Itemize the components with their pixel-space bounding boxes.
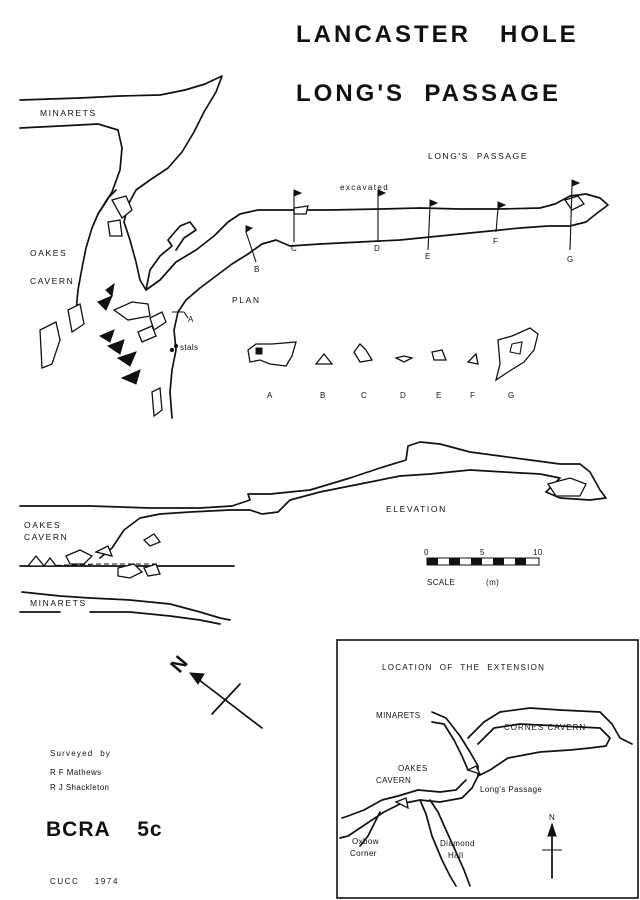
scale-bar: 0 5 10 SCALE (m)	[424, 548, 543, 587]
section-label-d: D	[400, 391, 406, 400]
scale-tick-5: 5	[480, 548, 485, 557]
plan-boulders	[39, 195, 585, 418]
section-label-a: A	[267, 391, 273, 400]
cross-sections	[247, 327, 539, 382]
inset-north-letter: N	[549, 813, 555, 822]
inset-oakes-1: OAKES	[398, 764, 428, 773]
station-g: G	[567, 255, 574, 264]
station-b: B	[254, 265, 260, 274]
plan-passage-outline	[19, 75, 609, 419]
elevation-boulders	[26, 477, 587, 579]
surveyor-2: R J Shackleton	[50, 783, 109, 792]
scale-tick-0: 0	[424, 548, 429, 557]
inset-oxbow-1: Oxbow	[352, 837, 379, 846]
plan-minarets-label: MINARETS	[40, 108, 97, 118]
section-e	[431, 349, 447, 361]
location-inset: LOCATION OF THE EXTENSION MINARETS CORNE…	[336, 639, 639, 899]
inset-minarets: MINARETS	[376, 711, 421, 720]
elevation-label: ELEVATION	[386, 504, 447, 514]
title-line-1: LANCASTER HOLE	[296, 21, 579, 48]
section-label-e: E	[436, 391, 442, 400]
plan-oakes-label-2: CAVERN	[30, 276, 74, 286]
inset-oakes-2: CAVERN	[376, 776, 411, 785]
north-arrow-icon: N	[166, 652, 263, 729]
station-c: C	[291, 244, 297, 253]
plan-oakes-label-1: OAKES	[30, 248, 67, 258]
section-a	[247, 341, 297, 367]
section-g	[494, 327, 539, 382]
surveyor-1: R F Mathews	[50, 768, 102, 777]
excavated-label: excavated	[340, 183, 389, 192]
station-d: D	[374, 244, 380, 253]
section-label-g: G	[508, 391, 515, 400]
stals-label: stals	[180, 343, 198, 352]
elevation-minarets-label: MINARETS	[30, 598, 87, 608]
elevation-oakes-label-2: CAVERN	[24, 532, 68, 542]
bcra-grade: BCRA 5c	[46, 818, 163, 841]
station-e: E	[425, 252, 431, 261]
section-label-f: F	[470, 391, 475, 400]
inset-cornes: CORNES CAVERN	[504, 723, 586, 732]
north-letter: N	[166, 652, 192, 677]
station-a: A	[188, 315, 194, 324]
plan-passage-label: LONG'S PASSAGE	[428, 151, 528, 161]
section-c	[353, 343, 374, 363]
elevation-oakes-label-1: OAKES	[24, 520, 61, 530]
inset-north-icon: N	[542, 813, 562, 879]
section-d	[394, 355, 414, 363]
scale-label: SCALE	[427, 578, 455, 587]
elevation-outline	[19, 441, 607, 625]
inset-title: LOCATION OF THE EXTENSION	[382, 663, 545, 672]
section-b	[314, 352, 334, 365]
cross-section-labels: A B C D E F G	[267, 391, 515, 400]
section-label-b: B	[320, 391, 326, 400]
club-year: CUCC 1974	[50, 877, 119, 886]
inset-diamond-1: Diamond	[440, 839, 475, 848]
inset-diamond-2: Hall	[448, 851, 463, 860]
section-f	[466, 352, 479, 365]
plan-stations: A B C D E F G	[172, 179, 581, 324]
scale-unit: (m)	[486, 578, 499, 587]
inset-longs: Long's Passage	[480, 785, 542, 794]
section-label-c: C	[361, 391, 367, 400]
surveyed-by: Surveyed by	[50, 749, 111, 758]
station-f: F	[493, 237, 498, 246]
plan-label: PLAN	[232, 295, 261, 305]
inset-oxbow-2: Corner	[350, 849, 377, 858]
scale-tick-10: 10	[533, 548, 543, 557]
title-line-2: LONG'S PASSAGE	[296, 80, 561, 107]
